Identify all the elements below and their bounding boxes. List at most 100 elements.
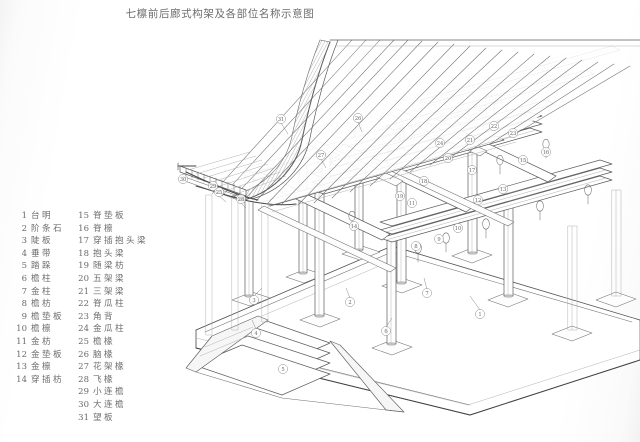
callout-number: 14 bbox=[351, 224, 358, 230]
callout-marker: 5 bbox=[278, 364, 288, 374]
callout-number: 31 bbox=[278, 117, 285, 123]
legend-number: 19 bbox=[78, 261, 89, 272]
callout-circle bbox=[498, 184, 508, 194]
callout-number: 26 bbox=[355, 116, 362, 122]
legend-term: 檐柱 bbox=[31, 273, 53, 284]
callout-number: 18 bbox=[421, 179, 428, 185]
legend-item: 3 陡板 bbox=[12, 235, 64, 248]
callout-marker: 16 bbox=[541, 147, 551, 157]
legend-number: 8 bbox=[21, 299, 27, 310]
callout-number: 12 bbox=[475, 198, 482, 204]
legend-number: 14 bbox=[16, 374, 27, 385]
legend-number: 1 bbox=[21, 211, 27, 221]
legend-number: 26 bbox=[78, 349, 89, 360]
callout-circle bbox=[349, 221, 359, 231]
legend-number: 27 bbox=[78, 362, 89, 373]
legend-number: 5 bbox=[21, 261, 27, 272]
legend-term: 金垫板 bbox=[31, 349, 64, 360]
callout-marker: 14 bbox=[349, 221, 359, 231]
legend-number: 22 bbox=[78, 299, 89, 310]
callout-marker: 7 bbox=[422, 288, 432, 298]
callout-marker: 4 bbox=[251, 328, 261, 338]
legend-number: 24 bbox=[78, 324, 89, 335]
legend-item: 14 穿插枋 bbox=[12, 374, 64, 387]
column bbox=[567, 225, 578, 331]
callout-circle bbox=[434, 234, 444, 244]
legend-number: 7 bbox=[21, 286, 27, 297]
callout-circle bbox=[278, 364, 288, 374]
callout-circle bbox=[316, 150, 326, 160]
legend-term: 三架梁 bbox=[92, 286, 126, 297]
legend-term: 五架梁 bbox=[92, 273, 126, 284]
legend-term: 大连檐 bbox=[92, 399, 126, 410]
callout-circle bbox=[214, 187, 224, 197]
callout-marker: 3 bbox=[249, 295, 259, 305]
callout-number: 15 bbox=[520, 158, 527, 164]
callout-marker: 27 bbox=[316, 150, 326, 160]
callout-number: 11 bbox=[409, 201, 416, 207]
legend-term: 陡板 bbox=[31, 236, 53, 247]
legend-term: 檐檩 bbox=[31, 324, 53, 335]
callout-number: 13 bbox=[500, 187, 507, 193]
legend-term: 抱头梁 bbox=[92, 248, 126, 259]
callout-circle bbox=[276, 114, 286, 124]
callout-marker: 26 bbox=[353, 113, 363, 123]
callout-circle bbox=[489, 121, 499, 131]
legend-term: 脊垫板 bbox=[92, 211, 126, 221]
legend-number: 2 bbox=[21, 223, 27, 234]
roof-group bbox=[195, 39, 640, 213]
callout-marker: 30 bbox=[178, 174, 188, 184]
legend-number: 29 bbox=[78, 387, 89, 398]
callout-circle bbox=[453, 223, 463, 233]
legend-number: 31 bbox=[78, 412, 89, 423]
callout-circle bbox=[411, 241, 421, 251]
callout-marker: 12 bbox=[473, 195, 483, 205]
callout-circle bbox=[473, 195, 483, 205]
legend-term: 阶条石 bbox=[31, 223, 64, 234]
legend-number: 20 bbox=[78, 273, 89, 284]
callout-marker: 13 bbox=[498, 184, 508, 194]
legend-term: 穿插抱头梁 bbox=[92, 236, 148, 247]
legend-term: 檐垫板 bbox=[31, 311, 64, 322]
callout-number: 23 bbox=[510, 131, 517, 137]
callout-marker: 19 bbox=[395, 191, 405, 201]
legend-term: 角背 bbox=[92, 311, 115, 322]
legend-number: 3 bbox=[21, 236, 27, 247]
callout-number: 5 bbox=[281, 367, 284, 373]
callout-marker: 8 bbox=[411, 241, 421, 251]
callout-circle bbox=[353, 113, 363, 123]
legend-term: 飞椽 bbox=[92, 374, 115, 385]
legend-term: 脊瓜柱 bbox=[92, 299, 126, 310]
legend-term: 垂带 bbox=[31, 248, 53, 259]
legend-term: 穿插枋 bbox=[31, 374, 64, 385]
legend-term: 金枋 bbox=[31, 336, 53, 347]
callout-marker: 23 bbox=[508, 128, 518, 138]
callout-circle bbox=[407, 198, 417, 208]
callout-number: 24 bbox=[437, 141, 444, 147]
callout-marker: 24 bbox=[435, 138, 445, 148]
legend-number: 4 bbox=[21, 248, 27, 259]
callout-number: 30 bbox=[180, 177, 187, 183]
callout-circle bbox=[419, 176, 429, 186]
callout-circle bbox=[422, 288, 432, 298]
callout-marker: 2 bbox=[345, 297, 355, 307]
legend-term: 台明 bbox=[31, 211, 53, 221]
